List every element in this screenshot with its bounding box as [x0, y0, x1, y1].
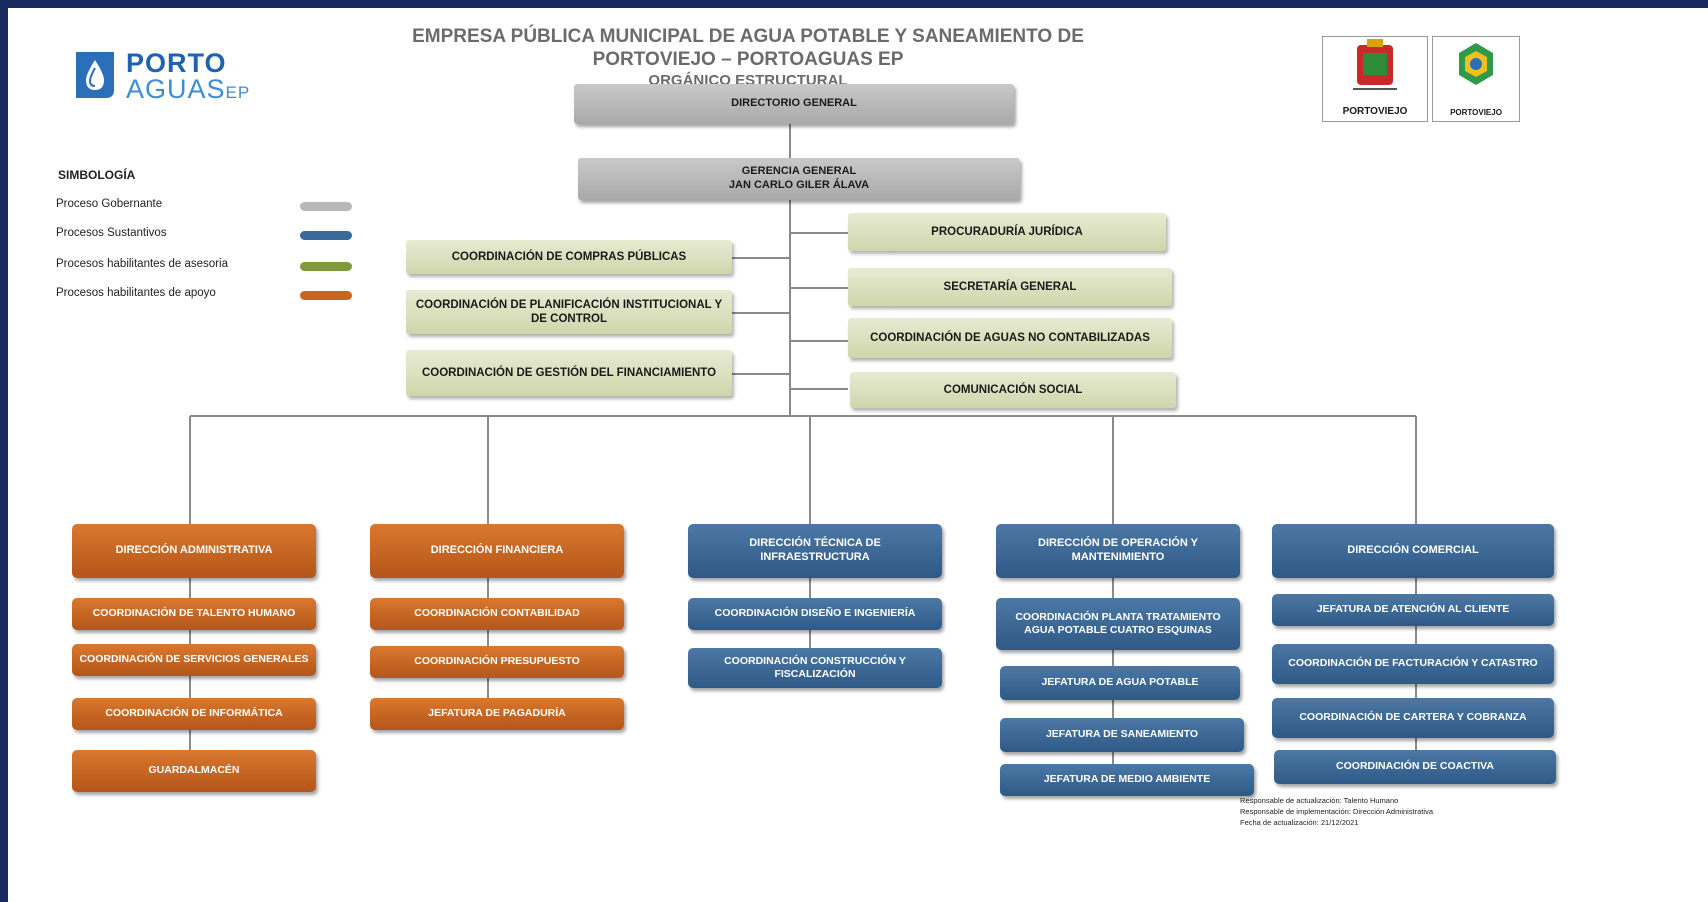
unit-box: JEFATURA DE AGUA POTABLE: [1000, 666, 1240, 700]
city-brand-seal: PORTOVIEJO: [1432, 36, 1520, 122]
unit-box: COORDINACIÓN DE SERVICIOS GENERALES: [72, 644, 316, 676]
seal-label-right: PORTOVIEJO: [1450, 108, 1502, 117]
advisory-right-box: COMUNICACIÓN SOCIAL: [850, 372, 1176, 408]
unit-box: COORDINACIÓN CONTABILIDAD: [370, 598, 624, 630]
legend-label-apoyo: Procesos habilitantes de apoyo: [56, 287, 216, 299]
advisory-right-box: SECRETARÍA GENERAL: [848, 268, 1172, 306]
unit-box: COORDINACIÓN DE INFORMÁTICA: [72, 698, 316, 730]
logo-word-porto: PORTO: [126, 48, 227, 78]
legend-title: SIMBOLOGÍA: [58, 168, 136, 182]
gerencia-general-name: JAN CARLO GILER ÁLAVA: [728, 179, 870, 191]
footer-fecha-actualizacion: Fecha de actualización: 21/12/2021: [1240, 818, 1359, 827]
unit-box: JEFATURA DE PAGADURÍA: [370, 698, 624, 730]
org-chart: EMPRESA PÚBLICA MUNICIPAL DE AGUA POTABL…: [8, 8, 1708, 902]
legend-swatch-sustantivos: [300, 231, 352, 240]
chart-title-line-2: PORTOVIEJO – PORTOAGUAS EP: [592, 49, 904, 70]
legend-swatch-apoyo: [300, 291, 352, 300]
unit-box: COORDINACIÓN PRESUPUESTO: [370, 646, 624, 678]
advisory-left-box: COORDINACIÓN DE GESTIÓN DEL FINANCIAMIEN…: [406, 350, 732, 396]
direction-box-tecnica: DIRECCIÓN TÉCNICA DE INFRAESTRUCTURA: [688, 524, 942, 578]
water-drop-icon: [76, 52, 114, 98]
logo-ep-suffix: EP: [225, 83, 251, 102]
advisory-right-box: COORDINACIÓN DE AGUAS NO CONTABILIZADAS: [848, 318, 1172, 358]
unit-box: JEFATURA DE MEDIO AMBIENTE: [1000, 764, 1254, 796]
directorio-general-box: DIRECTORIO GENERAL: [574, 84, 1014, 124]
unit-box: COORDINACIÓN DE FACTURACIÓN Y CATASTRO: [1272, 644, 1554, 684]
portoaguas-logo: PORTO AGUASEP: [68, 46, 308, 106]
unit-box: JEFATURA DE ATENCIÓN AL CLIENTE: [1272, 594, 1554, 626]
advisory-left-box: COORDINACIÓN DE PLANIFICACIÓN INSTITUCIO…: [406, 290, 732, 334]
direction-box-administrativa: DIRECCIÓN ADMINISTRATIVA: [72, 524, 316, 578]
direction-box-financiera: DIRECCIÓN FINANCIERA: [370, 524, 624, 578]
coat-of-arms-icon: [1353, 39, 1397, 90]
unit-box: COORDINACIÓN DE TALENTO HUMANO: [72, 598, 316, 630]
direction-box-comercial: DIRECCIÓN COMERCIAL: [1272, 524, 1554, 578]
unit-box: COORDINACIÓN DE COACTIVA: [1274, 750, 1556, 784]
direction-box-operacion: DIRECCIÓN DE OPERACIÓN Y MANTENIMIENTO: [996, 524, 1240, 578]
legend-label-sustantivos: Procesos Sustantivos: [56, 227, 167, 239]
unit-box: COORDINACIÓN DE CARTERA Y COBRANZA: [1272, 698, 1554, 738]
seal-label-left: PORTOVIEJO: [1342, 106, 1408, 117]
legend-label-gobernante: Proceso Gobernante: [56, 198, 163, 210]
footer-responsable-implementacion: Responsable de implementación: Dirección…: [1240, 807, 1434, 816]
chart-title-line-1: EMPRESA PÚBLICA MUNICIPAL DE AGUA POTABL…: [412, 26, 1084, 47]
city-brand-icon: [1459, 43, 1493, 85]
municipal-seal: PORTOVIEJO: [1322, 36, 1428, 122]
logo-word-aguas-text: AGUAS: [126, 74, 226, 104]
gerencia-general-box: GERENCIA GENERAL JAN CARLO GILER ÁLAVA: [578, 158, 1020, 200]
advisory-right-box: PROCURADURÍA JURÍDICA: [848, 213, 1166, 251]
legend-label-asesoria: Procesos habilitantes de asesoria: [56, 258, 228, 270]
unit-box: COORDINACIÓN CONSTRUCCIÓN Y FISCALIZACIÓ…: [688, 648, 942, 688]
legend-swatch-asesoria: [300, 262, 352, 271]
unit-box: GUARDALMACÉN: [72, 750, 316, 792]
advisory-left-box: COORDINACIÓN DE COMPRAS PÚBLICAS: [406, 240, 732, 274]
unit-box: JEFATURA DE SANEAMIENTO: [1000, 718, 1244, 752]
legend-swatch-gobernante: [300, 202, 352, 211]
unit-box: COORDINACIÓN PLANTA TRATAMIENTO AGUA POT…: [996, 598, 1240, 650]
logo-word-aguas: AGUASEP: [126, 74, 250, 105]
gerencia-general-title: GERENCIA GENERAL: [741, 165, 857, 178]
footer-responsable-actualizacion: Responsable de actualización: Talento Hu…: [1240, 796, 1399, 805]
unit-box: COORDINACIÓN DISEÑO E INGENIERÍA: [688, 598, 942, 630]
